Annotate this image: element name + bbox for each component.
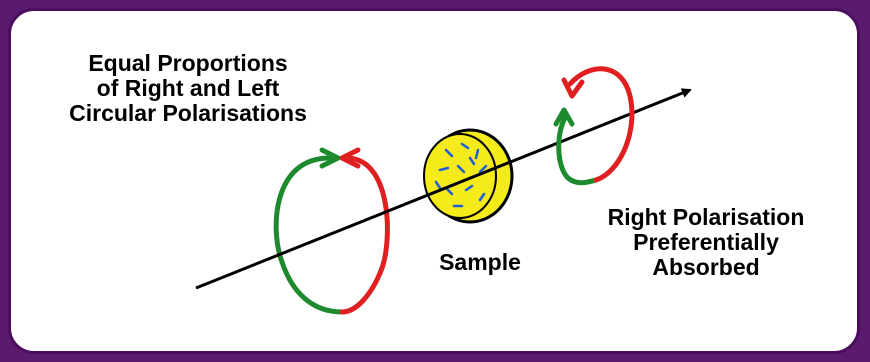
molecule-marks [434, 142, 488, 208]
sample-disc-icon [423, 128, 514, 224]
input-label-line-3: Circular Polarisations [69, 100, 307, 126]
input-label: Equal Proportions of Right and Left Circ… [38, 51, 338, 126]
left-circular-arrow-icon [319, 147, 341, 169]
right-circular-arrow-icon [561, 77, 585, 99]
output-label-line-3: Absorbed [652, 254, 760, 280]
output-polarisation-circle-icon [553, 66, 635, 186]
right-circular-arrow-icon [339, 147, 361, 169]
right-circular-arc [339, 155, 390, 315]
output-label: Right Polarisation Preferentially Absorb… [576, 205, 836, 280]
sample-label: Sample [439, 249, 521, 275]
input-polarisation-circle-icon [273, 147, 390, 315]
output-label-line-1: Right Polarisation [607, 204, 805, 230]
left-circular-arrow-icon [553, 107, 575, 127]
left-circular-arc [556, 113, 599, 186]
input-label-line-2: of Right and Left [96, 75, 280, 101]
output-label-line-2: Preferentially [633, 229, 779, 255]
left-circular-arc [273, 155, 345, 315]
right-circular-arc [567, 66, 635, 183]
beam-arrow-icon [195, 88, 692, 290]
input-label-line-1: Equal Proportions [88, 50, 288, 76]
